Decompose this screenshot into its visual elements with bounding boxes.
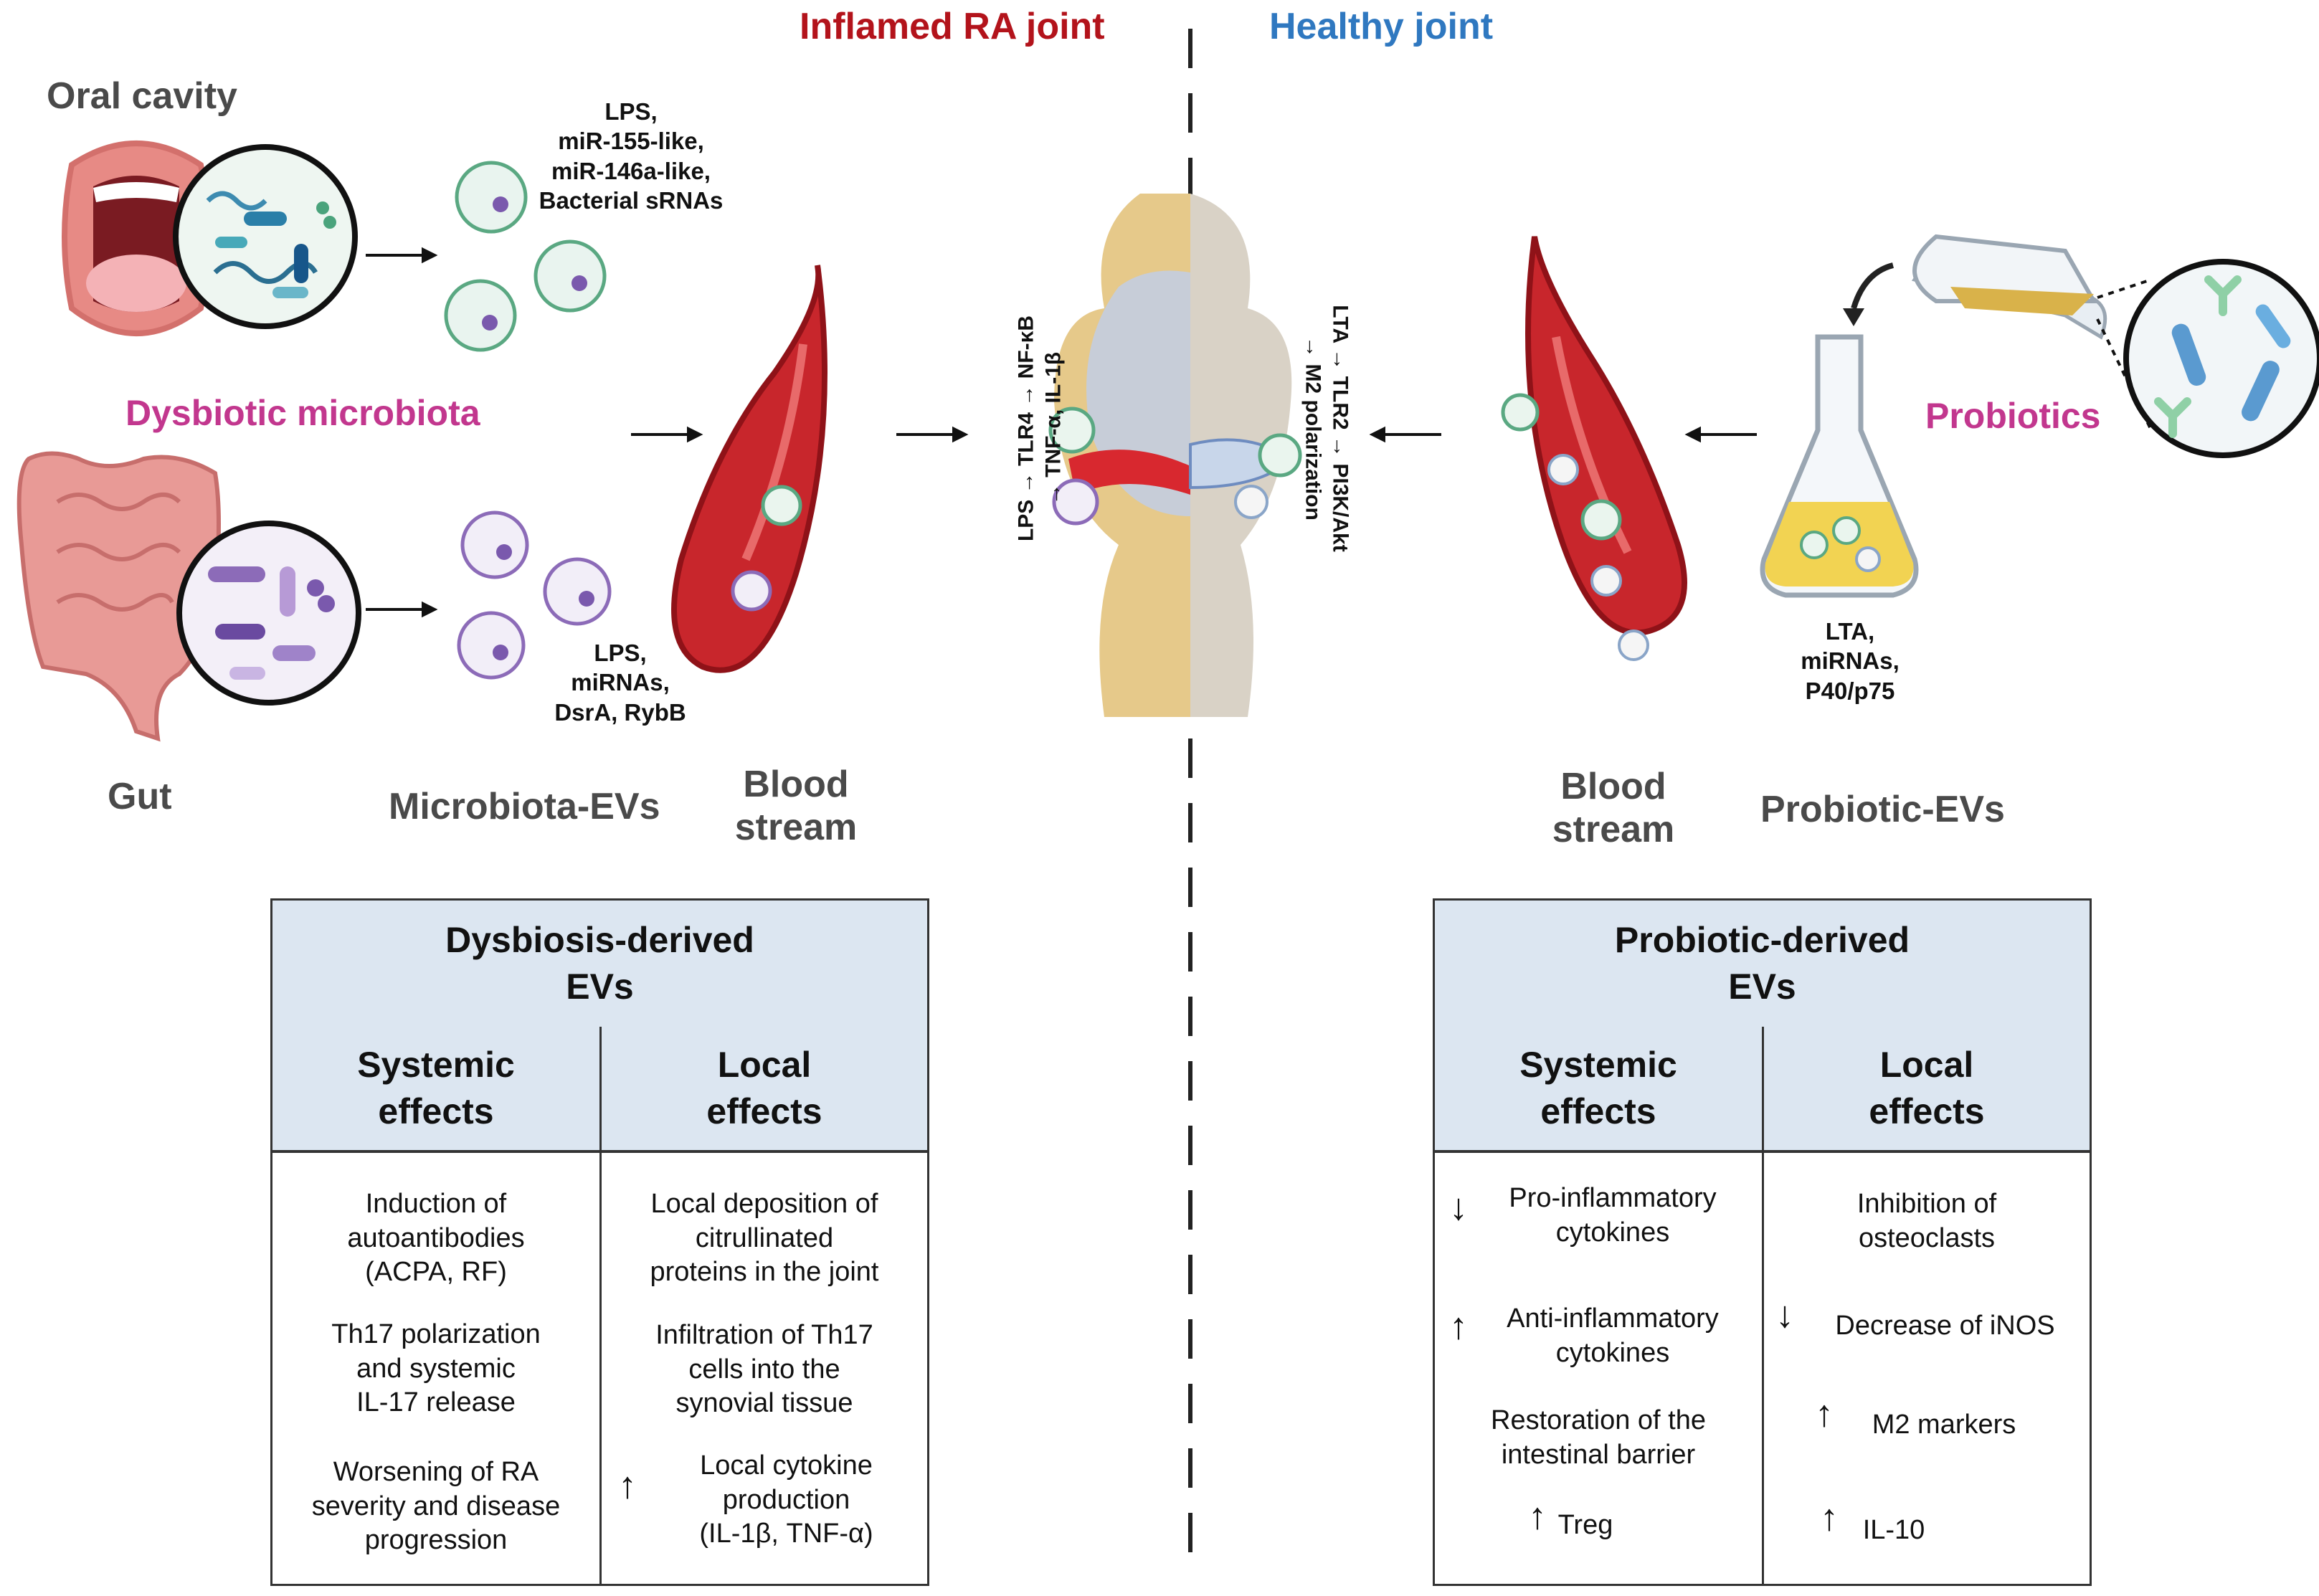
probiotic-flask bbox=[1760, 334, 1919, 598]
down-arrow-icon: ↓ bbox=[1449, 1187, 1468, 1228]
label-oral-cavity: Oral cavity bbox=[47, 75, 237, 117]
header-inflamed-ra-joint: Inflamed RA joint bbox=[800, 6, 1105, 47]
table-right-local-2: Decrease of iNOS bbox=[1835, 1311, 2055, 1341]
pathway-right: LTA → TLR2 → PI3K/Akt → M2 polarization bbox=[1301, 305, 1352, 552]
mouth-illustration bbox=[62, 141, 211, 336]
pathway-left: LPS → TLR4 → NF-κB → TNF-α, IL-1β bbox=[1014, 315, 1066, 542]
up-arrow-icon: ↑ bbox=[1820, 1497, 1839, 1539]
joint-illustration bbox=[1048, 194, 1302, 717]
label-microbiota-evs: Microbiota-EVs bbox=[389, 786, 660, 827]
label-dysbiotic-microbiota: Dysbiotic microbiota bbox=[125, 393, 480, 433]
cargo-gut-evs: LPS, miRNAs, DsrA, RybB bbox=[554, 640, 686, 726]
up-arrow-icon: ↑ bbox=[1528, 1496, 1547, 1537]
down-arrow-icon: ↓ bbox=[1775, 1294, 1794, 1336]
table-left-divider bbox=[599, 1027, 602, 1584]
blood-vessel-left bbox=[671, 265, 827, 673]
label-probiotics: Probiotics bbox=[1925, 396, 2101, 436]
up-arrow-icon: ↑ bbox=[618, 1465, 637, 1506]
table-right-local-4: IL-10 bbox=[1862, 1515, 1925, 1545]
oral-bacteria-magnifier bbox=[173, 144, 358, 329]
table-right-divider bbox=[1762, 1027, 1764, 1584]
probiotic-bacteria-magnifier bbox=[2096, 259, 2319, 458]
header-healthy-joint: Healthy joint bbox=[1269, 6, 1494, 47]
probiotic-culture-flask bbox=[1843, 234, 2107, 340]
label-probiotic-evs: Probiotic-EVs bbox=[1760, 789, 2005, 830]
table-right-local-3: M2 markers bbox=[1872, 1410, 2016, 1440]
blood-vessel-right bbox=[1501, 236, 1687, 661]
ev-cargo-dots bbox=[482, 196, 594, 660]
table-right-systemic-4: Treg bbox=[1557, 1510, 1613, 1540]
gut-bacteria-magnifier bbox=[176, 521, 361, 706]
label-gut: Gut bbox=[108, 776, 172, 817]
label-blood-stream-left: Blood stream bbox=[734, 764, 858, 848]
microbiota-evs-gut bbox=[457, 510, 612, 680]
gut-illustration bbox=[16, 451, 221, 742]
up-arrow-icon: ↑ bbox=[1449, 1306, 1468, 1347]
flow-arrows bbox=[366, 247, 1757, 618]
cargo-probiotic-evs: LTA, miRNAs, P40/p75 bbox=[1801, 618, 1900, 704]
microbiota-evs-oral bbox=[444, 161, 607, 352]
label-blood-stream-right: Blood stream bbox=[1552, 766, 1675, 850]
up-arrow-icon: ↑ bbox=[1815, 1393, 1834, 1435]
cargo-oral-evs: LPS, miR-155-like, miR-146a-like, Bacter… bbox=[539, 98, 724, 214]
